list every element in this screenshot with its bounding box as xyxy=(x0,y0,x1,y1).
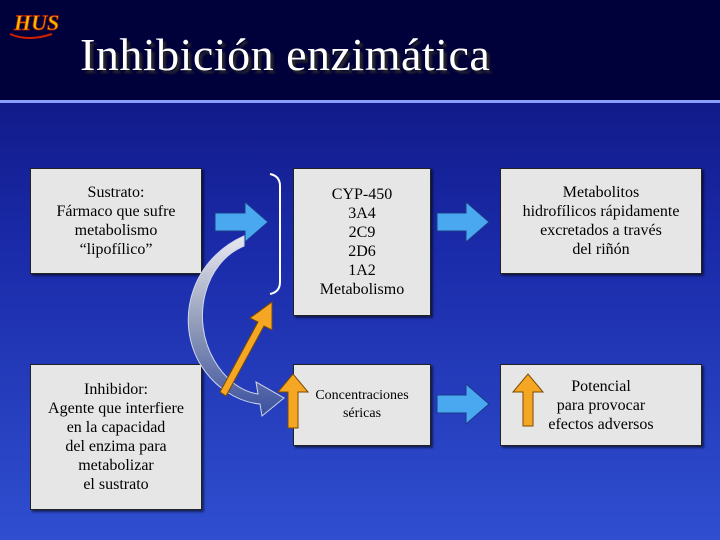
arrow-right-icon xyxy=(436,382,490,426)
serum-concentrations-box: Concentraciones séricas xyxy=(293,364,431,446)
inhibitor-text: Inhibidor: Agente que interfiere en la c… xyxy=(48,381,184,493)
arrow-up-icon xyxy=(276,373,310,429)
adverse-effects-box: Potencial para provocar efectos adversos xyxy=(500,364,702,446)
inhibitor-box: Inhibidor: Agente que interfiere en la c… xyxy=(30,364,202,510)
arrow-up-icon xyxy=(511,373,545,427)
arrow-right-icon xyxy=(436,200,490,244)
serum-concentrations-text: Concentraciones séricas xyxy=(315,388,409,421)
metabolites-box: Metabolitos hidrofílicos rápidamente exc… xyxy=(500,168,702,274)
header-divider xyxy=(0,100,720,103)
cyp450-box: CYP-450 3A4 2C9 2D6 1A2 Metabolismo xyxy=(293,168,431,316)
cyp450-text: CYP-450 3A4 2C9 2D6 1A2 Metabolismo xyxy=(319,186,405,298)
substrate-box: Sustrato: Fármaco que sufre metabolismo … xyxy=(30,168,202,274)
bracket-icon xyxy=(269,173,281,295)
page-title: Inhibición enzimática xyxy=(80,29,491,80)
curved-arrow-icon xyxy=(187,235,285,417)
arrow-right-icon xyxy=(214,200,269,244)
hospital-logo: HUS xyxy=(9,10,60,39)
inhibition-arrow-icon xyxy=(219,301,273,397)
logo-text: HUS xyxy=(13,10,59,35)
title-bar xyxy=(0,0,720,100)
substrate-text: Sustrato: Fármaco que sufre metabolismo … xyxy=(56,184,176,258)
metabolites-text: Metabolitos hidrofílicos rápidamente exc… xyxy=(522,184,680,258)
adverse-effects-text: Potencial para provocar efectos adversos xyxy=(548,377,654,433)
